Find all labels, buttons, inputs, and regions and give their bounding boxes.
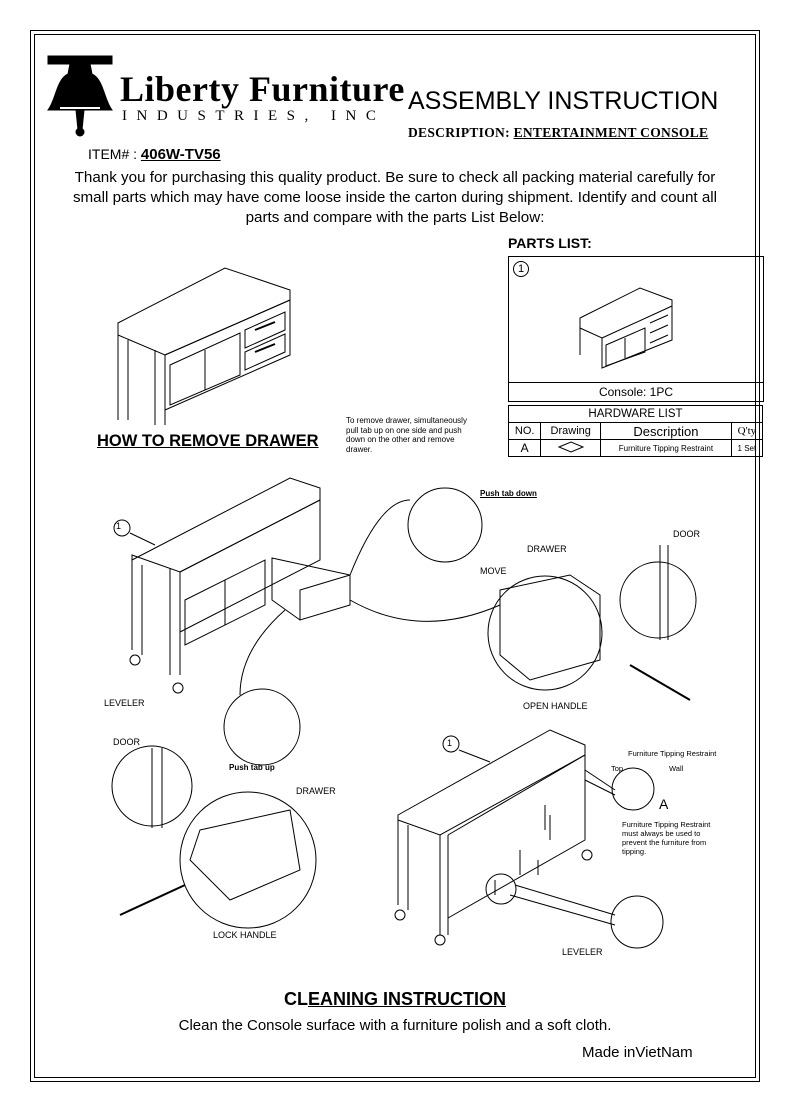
label-leveler-2: LEVELER [562,947,603,957]
intro-text: Thank you for purchasing this quality pr… [72,169,718,226]
label-wall: Wall [669,764,684,773]
header-drawing: Drawing [540,422,602,440]
restraint-note: Furniture Tipping Restraint must always … [622,820,711,856]
brand-subtitle: INDUSTRIES, INC [122,108,386,124]
page-border-inner [34,34,756,1078]
label-push-tab-down: Push tab down [480,489,537,498]
hardware-list-table: HARDWARE LIST NO. Drawing Description Q'… [507,405,764,457]
label-lock-handle: LOCK HANDLE [213,930,277,940]
label-part-one-2: 1 [447,738,453,748]
cleaning-title-prefix: CL [284,989,308,1009]
cleaning-text: Clean the Console surface with a furnitu… [178,1017,612,1034]
console-drawing-restraint [394,729,664,949]
label-part-one: 1 [116,521,122,531]
label-door-2: DOOR [113,737,140,747]
label-top: Top [611,764,624,773]
label-restraint: Furniture Tipping Restraint [628,749,717,758]
label-door-1: DOOR [673,529,700,539]
description-label: DESCRIPTION: [408,125,510,140]
label-a: A [659,796,669,812]
parts-caption: Console: 1PC [509,382,763,401]
table-row: A Furniture Tipping Restraint 1 Set [507,439,764,457]
item-label: ITEM# : [88,146,138,162]
label-move: MOVE [480,566,507,576]
cleaning-title: CLEANING INSTRUCTION [0,989,790,1010]
label-leveler-1: LEVELER [104,698,145,708]
label-open-handle: OPEN HANDLE [523,701,588,711]
how-to-remove-title: HOW TO REMOVE DRAWER [97,432,319,450]
hardware-list-title: HARDWARE LIST [508,405,763,423]
label-drawer-1: DRAWER [527,544,567,554]
label-drawer-2: DRAWER [296,786,336,796]
made-in: Made inVietNam [582,1044,693,1061]
liberty-bell-logo [46,55,114,137]
row-no: A [507,439,542,457]
header-no: NO. [507,422,542,440]
diamond-icon [540,439,602,457]
page-border [30,30,760,1082]
row-description: Furniture Tipping Restraint [600,439,732,457]
page-title: ASSEMBLY INSTRUCTION [408,87,719,115]
cleaning-title-rest: EANING INSTRUCTION [308,989,506,1009]
description-value: ENTERTAINMENT CONSOLE [513,125,709,140]
description: DESCRIPTION: ENTERTAINMENT CONSOLE [408,125,708,141]
console-drawing-drawer-removal [111,477,697,929]
row-qty: 1 Set [730,439,764,457]
header-qty: Q'ty [730,422,764,440]
console-drawing-parts [579,287,673,369]
header-description: Description [600,422,732,440]
brand-name: Liberty Furniture [120,69,405,109]
item-value: 406W-TV56 [140,146,221,163]
parts-list-title: PARTS LIST: [508,235,592,251]
parts-list-box: 1 Console: 1PC [508,256,764,402]
label-push-tab-up: Push tab up [229,763,275,772]
how-to-remove-note: To remove drawer, simultaneously pull ta… [346,416,467,454]
part-number: 1 [513,261,529,277]
console-drawing-main [117,267,291,425]
item-number: ITEM# : 406W-TV56 [88,146,221,163]
